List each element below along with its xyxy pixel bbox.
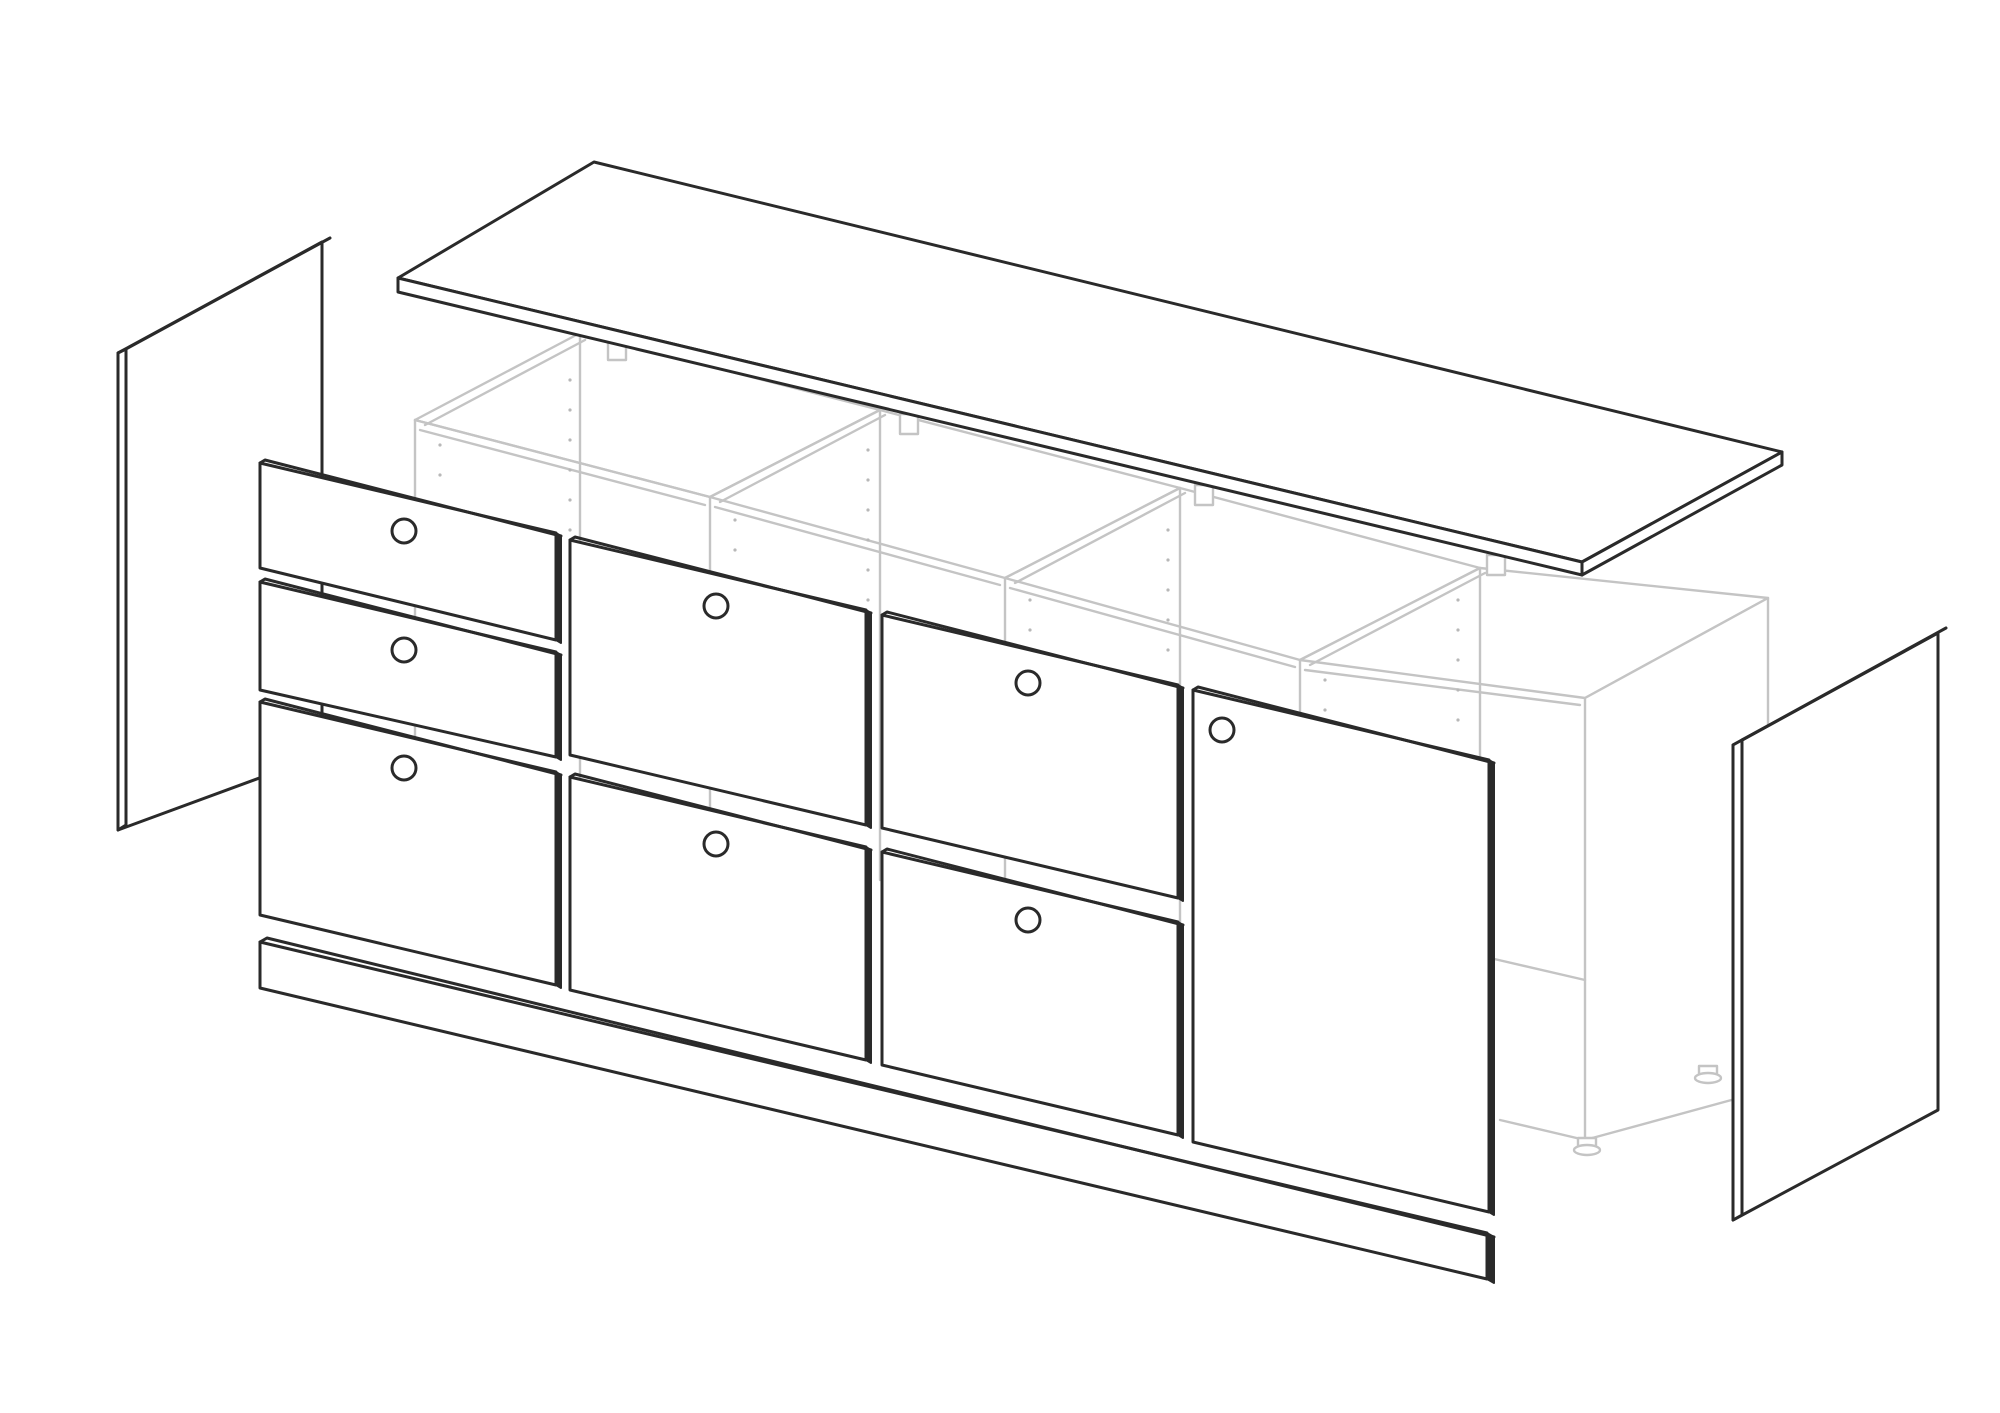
mounting-bracket — [1193, 483, 1215, 507]
drawer-front — [568, 772, 873, 1064]
drawer-front — [258, 458, 563, 644]
knob-icon — [702, 592, 730, 620]
drawer-column-2 — [568, 535, 873, 1064]
adjustable-foot — [1572, 1143, 1602, 1157]
drawer-front — [258, 577, 563, 761]
knob-icon — [702, 830, 730, 858]
worktop — [396, 160, 1784, 577]
mounting-bracket — [1485, 553, 1507, 577]
knob-icon — [390, 636, 418, 664]
plinth — [258, 936, 1496, 1284]
drawer-front — [880, 847, 1185, 1139]
drawer-front — [258, 697, 563, 989]
knob-icon — [1208, 716, 1236, 744]
knob-icon — [1014, 669, 1042, 697]
right-side-panel — [1731, 626, 1948, 1222]
drawer-column-1 — [258, 458, 563, 989]
carcass-module — [1298, 553, 1770, 1157]
knob-icon — [1014, 906, 1042, 934]
knob-icon — [390, 754, 418, 782]
adjustable-foot — [1693, 1071, 1723, 1085]
drawer-front — [880, 610, 1185, 902]
door-front — [1191, 685, 1496, 1216]
drawer-column-3 — [880, 610, 1185, 1139]
knob-icon — [390, 517, 418, 545]
drawer-front — [568, 535, 873, 829]
